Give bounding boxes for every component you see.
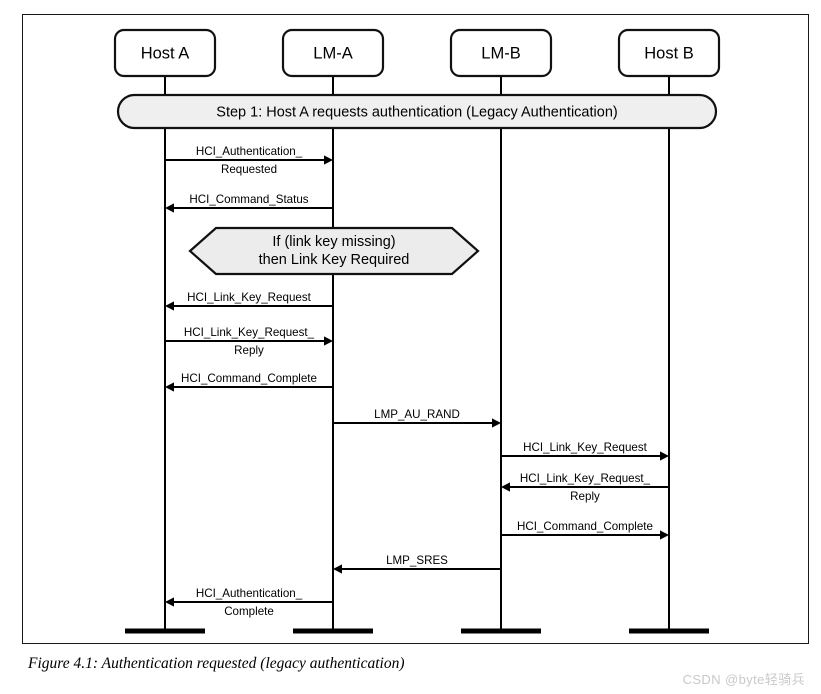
message-arrowhead (660, 530, 669, 540)
watermark-label: CSDN @byte轻骑兵 (682, 672, 805, 687)
message-arrowhead (660, 451, 669, 461)
message-label-1: HCI_Link_Key_Request_ (184, 326, 315, 339)
message-label-2: Reply (234, 344, 264, 357)
message-m5: HCI_Command_Complete (165, 372, 333, 392)
message-arrowhead (165, 382, 174, 392)
message-arrowhead (324, 336, 333, 346)
participant-label: Host B (644, 44, 694, 62)
message-arrowhead (324, 155, 333, 165)
message-label-1: LMP_AU_RAND (374, 408, 460, 421)
message-m7: HCI_Link_Key_Request (501, 441, 669, 461)
condition-line-1: If (link key missing) (272, 234, 395, 250)
participant-label: LM-A (313, 44, 352, 62)
message-m6: LMP_AU_RAND (333, 408, 501, 428)
message-m9: HCI_Command_Complete (501, 520, 669, 540)
message-m11: HCI_Authentication_ Complete (165, 587, 333, 618)
message-m4: HCI_Link_Key_Request_ Reply (165, 326, 333, 357)
participant-host-b[interactable]: Host B (617, 28, 721, 78)
step-banner-label: Step 1: Host A requests authentication (… (216, 104, 617, 120)
message-m3: HCI_Link_Key_Request (165, 291, 333, 311)
message-label-1: HCI_Link_Key_Request (523, 441, 648, 454)
step-banner (116, 93, 718, 130)
participant-label: LM-B (481, 44, 520, 62)
message-label-1: LMP_SRES (386, 554, 448, 567)
message-label-1: HCI_Command_Status (189, 193, 308, 206)
condition-hexagon (188, 226, 480, 276)
participant-box[interactable] (281, 28, 385, 78)
message-label-2: Reply (570, 490, 600, 503)
message-label-2: Complete (224, 605, 274, 618)
message-m8: HCI_Link_Key_Request_ Reply (501, 472, 669, 503)
message-arrowhead (165, 203, 174, 213)
message-arrowhead (333, 564, 342, 574)
participant-box[interactable] (449, 28, 553, 78)
participant-host-a[interactable]: Host A (113, 28, 217, 78)
participant-lm-b[interactable]: LM-B (449, 28, 553, 78)
participant-lm-a[interactable]: LM-A (281, 28, 385, 78)
message-label-1: HCI_Command_Complete (517, 520, 653, 533)
message-label-1: HCI_Authentication_ (196, 145, 303, 158)
message-arrowhead (165, 597, 174, 607)
message-m10: LMP_SRES (333, 554, 501, 574)
condition-line-2: then Link Key Required (259, 252, 410, 268)
participant-box[interactable] (113, 28, 217, 78)
message-label-1: HCI_Authentication_ (196, 587, 303, 600)
message-label-1: HCI_Link_Key_Request (187, 291, 312, 304)
message-label-1: HCI_Link_Key_Request_ (520, 472, 651, 485)
message-arrowhead (501, 482, 510, 492)
message-m1: HCI_Authentication_ Requested (165, 145, 333, 176)
message-arrowhead (492, 418, 501, 428)
message-m2: HCI_Command_Status (165, 193, 333, 213)
participant-box[interactable] (617, 28, 721, 78)
figure-caption: Figure 4.1: Authentication requested (le… (28, 655, 405, 672)
message-label-2: Requested (221, 163, 277, 176)
participant-label: Host A (141, 44, 190, 62)
message-label-1: HCI_Command_Complete (181, 372, 317, 385)
message-arrowhead (165, 301, 174, 311)
